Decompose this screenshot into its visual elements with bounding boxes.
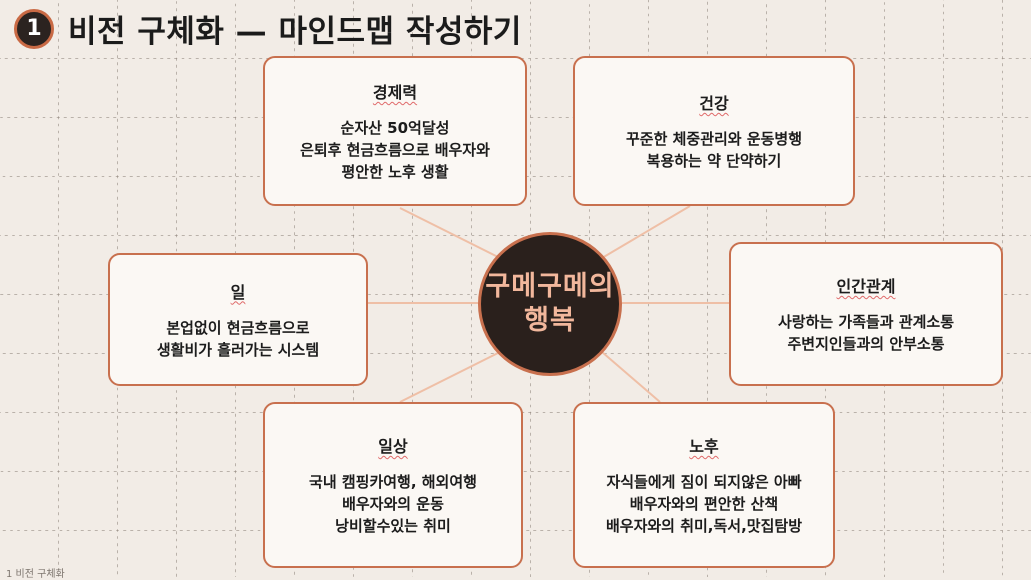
node-title: 건강	[699, 94, 729, 113]
central-topic-label: 구메구메의 행복	[485, 271, 615, 336]
node-body: 자식들에게 짐이 되지않은 아빠 배우자와의 편안한 산책 배우자와의 취미,독…	[605, 473, 803, 535]
page-title: 비전 구체화 — 마인드맵 작성하기	[68, 14, 522, 50]
connector-economy	[399, 207, 501, 259]
node-body: 국내 캠핑카여행, 해외여행 배우자와의 운동 낭비할수있는 취미	[309, 473, 477, 535]
node-body: 본업없이 현금흐름으로 생활비가 흘러가는 시스템	[156, 318, 320, 359]
central-topic[interactable]: 구메구메의 행복	[478, 232, 622, 376]
node-work[interactable]: 일 본업없이 현금흐름으로 생활비가 흘러가는 시스템	[108, 253, 368, 386]
footer-label: 1 비전 구체화	[6, 569, 65, 580]
node-title: 인간관계	[836, 277, 896, 296]
node-title: 노후	[689, 437, 719, 456]
connector-health	[601, 205, 691, 259]
header: 1 비전 구체화 — 마인드맵 작성하기	[14, 6, 522, 51]
node-body: 사랑하는 가족들과 관계소통 주변지인들과의 안부소통	[777, 313, 955, 353]
connector-daily	[399, 351, 501, 403]
node-economy[interactable]: 경제력 순자산 50억달성 은퇴후 현금흐름으로 배우자와 평안한 노후 생활	[263, 56, 527, 206]
node-relationships[interactable]: 인간관계 사랑하는 가족들과 관계소통 주변지인들과의 안부소통	[729, 242, 1003, 386]
node-health[interactable]: 건강 꾸준한 체중관리와 운동병행 복용하는 약 단약하기	[573, 56, 855, 206]
node-body: 꾸준한 체중관리와 운동병행 복용하는 약 단약하기	[625, 130, 803, 170]
node-body: 순자산 50억달성 은퇴후 현금흐름으로 배우자와 평안한 노후 생활	[300, 119, 490, 181]
node-retirement[interactable]: 노후 자식들에게 짐이 되지않은 아빠 배우자와의 편안한 산책 배우자와의 취…	[573, 402, 835, 568]
section-number-badge: 1	[14, 8, 54, 49]
connector-retirement	[601, 351, 661, 403]
node-title: 경제력	[372, 83, 418, 102]
node-title: 일상	[378, 437, 408, 456]
node-title: 일	[230, 282, 246, 302]
node-daily[interactable]: 일상 국내 캠핑카여행, 해외여행 배우자와의 운동 낭비할수있는 취미	[263, 402, 523, 568]
